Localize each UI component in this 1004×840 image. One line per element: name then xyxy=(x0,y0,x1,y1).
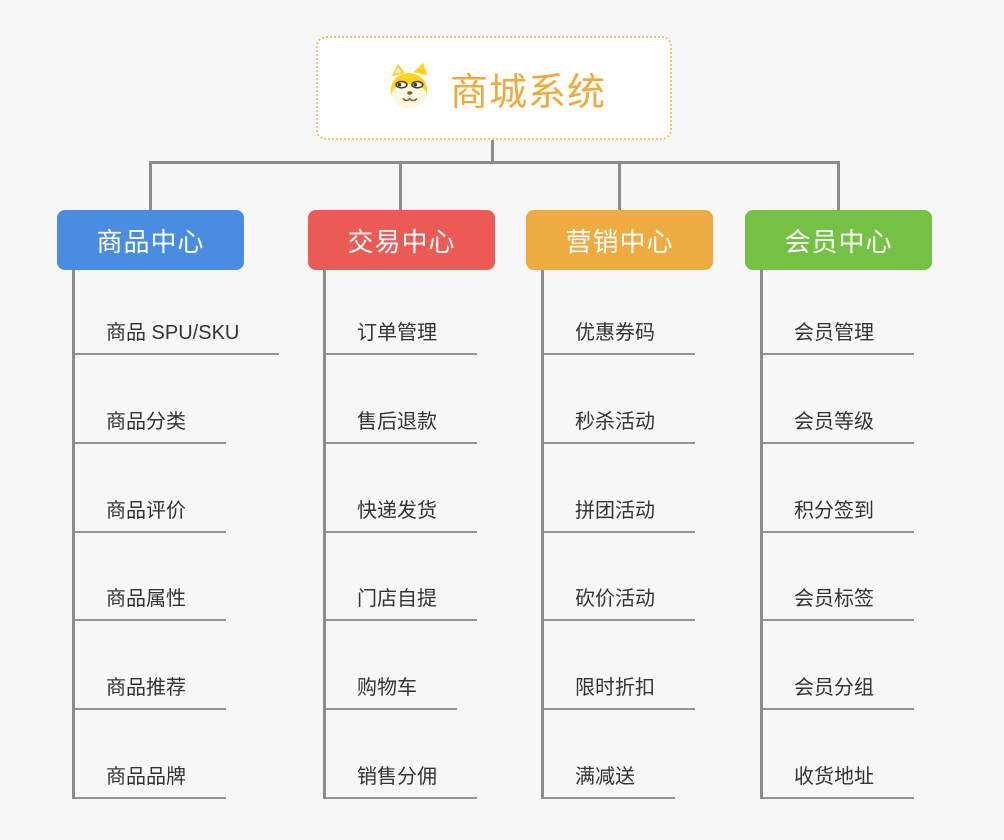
branch-header-product-center[interactable]: 商品中心 xyxy=(57,210,244,270)
mindmap-node[interactable]: 会员等级 xyxy=(763,355,914,444)
connector-root-stub xyxy=(491,140,494,163)
child-list-member-center: 会员管理 会员等级 积分签到 会员标签 会员分组 收货地址 xyxy=(760,270,914,799)
mindmap-node[interactable]: 满减送 xyxy=(544,710,675,799)
connector-stub-trade xyxy=(399,161,402,211)
mindmap-node[interactable]: 快递发货 xyxy=(326,444,477,533)
child-list-trade-center: 订单管理 售后退款 快递发货 门店自提 购物车 销售分佣 xyxy=(323,270,477,799)
mindmap-node[interactable]: 积分签到 xyxy=(763,444,914,533)
mindmap-node[interactable]: 会员管理 xyxy=(763,270,914,355)
mindmap-node[interactable]: 购物车 xyxy=(326,621,457,711)
root-node[interactable]: 商城系统 xyxy=(316,36,672,140)
mindmap-node[interactable]: 秒杀活动 xyxy=(544,355,695,444)
mindmap-node[interactable]: 商品推荐 xyxy=(75,621,226,711)
mindmap-node[interactable]: 拼团活动 xyxy=(544,444,695,533)
child-list-marketing-center: 优惠券码 秒杀活动 拼团活动 砍价活动 限时折扣 满减送 xyxy=(541,270,695,799)
mindmap-node[interactable]: 收货地址 xyxy=(763,710,914,799)
mindmap-node[interactable]: 砍价活动 xyxy=(544,533,695,622)
mindmap-node[interactable]: 门店自提 xyxy=(326,533,477,622)
mindmap-node[interactable]: 限时折扣 xyxy=(544,621,695,711)
root-title: 商城系统 xyxy=(449,71,606,114)
branch-header-marketing-center[interactable]: 营销中心 xyxy=(526,210,713,270)
mindmap-node[interactable]: 优惠券码 xyxy=(544,270,695,355)
mindmap-node[interactable]: 会员分组 xyxy=(763,621,914,711)
mindmap-node[interactable]: 售后退款 xyxy=(326,355,477,444)
connector-stub-product xyxy=(149,161,152,211)
connector-stub-member xyxy=(837,161,840,211)
mindmap-node[interactable]: 订单管理 xyxy=(326,270,477,355)
mindmap-node[interactable]: 商品 SPU/SKU xyxy=(75,270,280,355)
mindmap-node[interactable]: 商品评价 xyxy=(75,444,226,533)
dog-face-icon xyxy=(382,63,436,113)
mindmap-node[interactable]: 会员标签 xyxy=(763,533,914,622)
branch-header-member-center[interactable]: 会员中心 xyxy=(745,210,932,270)
connector-trunk xyxy=(149,161,839,164)
branch-header-trade-center[interactable]: 交易中心 xyxy=(308,210,495,270)
child-list-product-center: 商品 SPU/SKU 商品分类 商品评价 商品属性 商品推荐 商品品牌 xyxy=(72,270,280,799)
mindmap-node[interactable]: 商品分类 xyxy=(75,355,226,444)
mindmap-node[interactable]: 销售分佣 xyxy=(326,710,477,799)
connector-stub-marketing xyxy=(618,161,621,211)
mindmap-node[interactable]: 商品属性 xyxy=(75,533,226,622)
mindmap-node[interactable]: 商品品牌 xyxy=(75,710,226,799)
